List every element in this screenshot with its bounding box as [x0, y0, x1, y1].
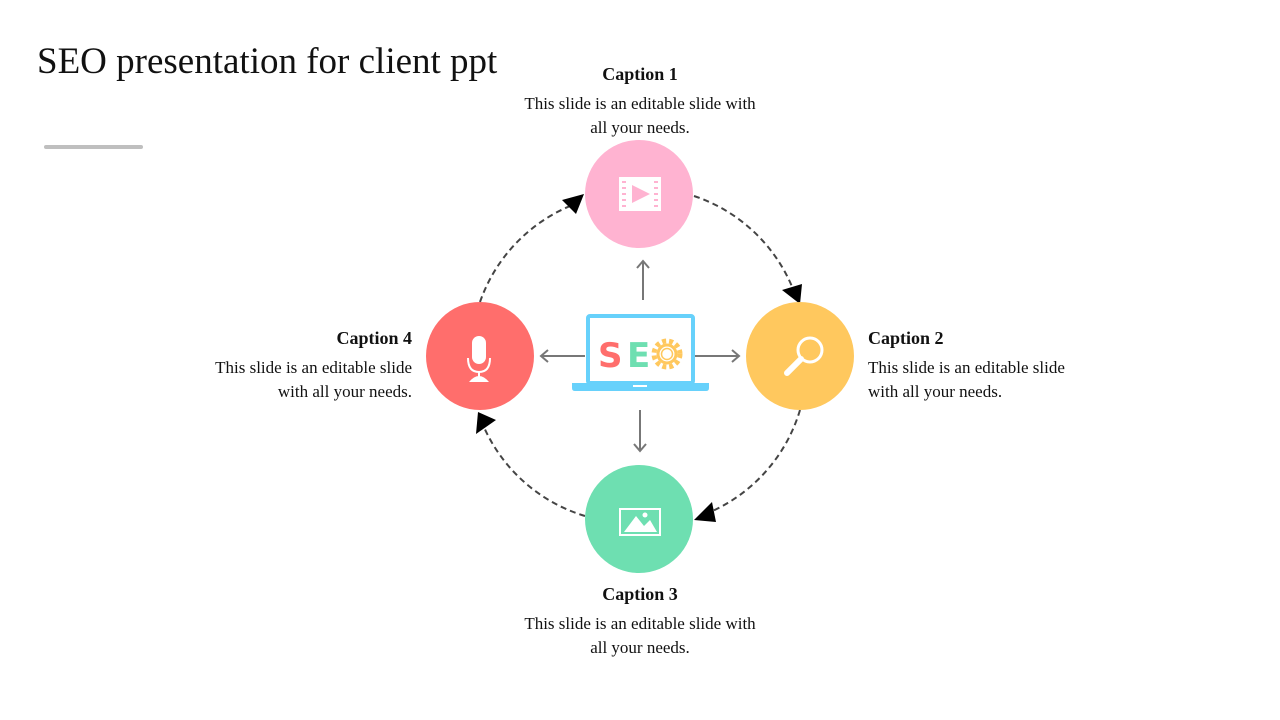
caption-4: Caption 4 This slide is an editable slid… — [212, 326, 412, 404]
arrowhead-3-4 — [476, 412, 496, 434]
magnifier-icon — [784, 336, 824, 376]
arc-1-2 — [693, 195, 798, 301]
seo-letter-s: S — [598, 336, 623, 376]
caption-1: Caption 1 This slide is an editable slid… — [520, 62, 760, 140]
caption-2: Caption 2 This slide is an editable slid… — [868, 326, 1068, 404]
caption-3-title: Caption 3 — [602, 584, 678, 604]
arc-3-4 — [482, 424, 586, 517]
gear-icon — [651, 338, 683, 370]
arrowhead-1-2 — [782, 284, 802, 304]
arrow-left — [539, 349, 585, 363]
title-underline — [44, 145, 143, 149]
slide-title: SEO presentation for client ppt — [37, 41, 498, 82]
circle-caption-3 — [585, 465, 693, 573]
arrowhead-4-1 — [562, 194, 584, 214]
image-icon — [619, 508, 661, 536]
arc-2-3 — [707, 409, 801, 514]
microphone-icon — [467, 336, 491, 382]
arrow-down — [633, 410, 647, 453]
arrow-up — [636, 259, 650, 300]
arrowhead-2-3 — [694, 502, 716, 522]
caption-4-title: Caption 4 — [336, 328, 412, 348]
caption-2-title: Caption 2 — [868, 328, 944, 348]
caption-2-text: This slide is an editable slide with all… — [868, 358, 1065, 401]
seo-letter-e: E — [627, 336, 650, 376]
caption-4-text: This slide is an editable slide with all… — [215, 358, 412, 401]
laptop-seo-icon: S E — [572, 314, 709, 391]
caption-3: Caption 3 This slide is an editable slid… — [520, 582, 760, 660]
video-icon — [619, 177, 661, 211]
caption-1-title: Caption 1 — [602, 64, 678, 84]
caption-1-text: This slide is an editable slide with all… — [524, 94, 756, 137]
caption-3-text: This slide is an editable slide with all… — [524, 614, 756, 657]
arc-4-1 — [479, 203, 576, 303]
arrow-right — [694, 349, 741, 363]
